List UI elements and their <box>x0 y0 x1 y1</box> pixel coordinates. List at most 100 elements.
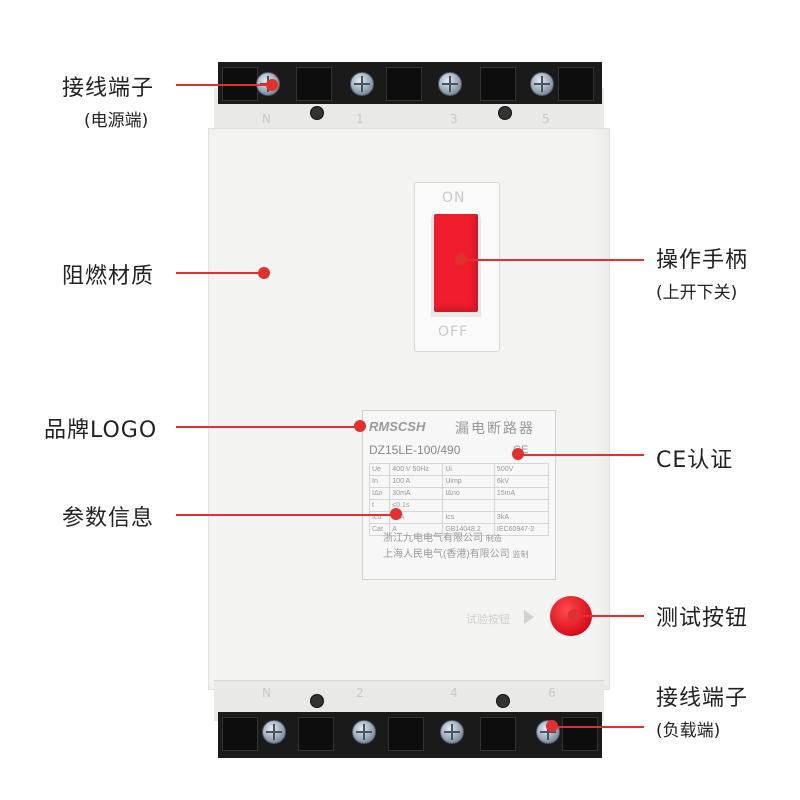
terminal-slot <box>388 717 424 751</box>
table-row: In 100 A Uimp 6kV <box>368 475 550 488</box>
spec-cell: Cat <box>368 523 391 536</box>
callout-subtitle: (上开下关) <box>656 283 738 303</box>
switch-off-label: OFF <box>438 324 469 340</box>
spec-cell: Uimp <box>442 475 495 488</box>
spec-cell: Ue <box>368 463 391 476</box>
callout-title: 阻燃材质 <box>62 264 155 289</box>
terminal-slot <box>562 717 598 751</box>
terminal-screw-icon <box>352 720 376 744</box>
callout-brand-logo: 品牌LOGO <box>44 412 157 444</box>
callout-title: CE认证 <box>656 448 734 473</box>
callout-dot <box>390 508 402 520</box>
terminal-slot <box>558 67 594 101</box>
spec-cell: Ui <box>442 463 495 476</box>
spec-cell: 3kA <box>493 511 550 524</box>
callout-dot <box>568 609 580 621</box>
pole-label: 2 <box>356 686 364 700</box>
manufacturer: 浙江九电电气有限公司 <box>383 533 483 544</box>
spec-cell: 500V <box>493 463 550 476</box>
callout-params: 参数信息 <box>62 500 154 532</box>
spec-cell: IEC60947-2 <box>493 523 550 536</box>
callout-line <box>460 259 644 261</box>
terminal-screw-icon <box>262 720 286 744</box>
spec-table: Ue 400 V 50Hz Ui 500V In 100 A Uimp 6kV … <box>368 463 550 536</box>
callout-title: 品牌LOGO <box>44 418 158 443</box>
spec-cell: 6kV <box>493 475 550 488</box>
callout-flame-retardant: 阻燃材质 <box>62 258 154 290</box>
pole-label: 6 <box>548 686 556 700</box>
mount-screw-icon <box>310 106 324 120</box>
arrow-right-icon <box>524 610 534 624</box>
callout-dot <box>546 720 558 732</box>
supervisor: 上海人民电气(香港)有限公司 <box>383 549 510 560</box>
pole-label: 5 <box>542 112 550 126</box>
callout-dot <box>512 448 524 460</box>
supervisor-line: 上海人民电气(香港)有限公司 监制 <box>383 545 551 560</box>
switch-on-label: ON <box>442 190 466 206</box>
spec-cell: IΔno <box>442 487 495 500</box>
terminal-slot <box>480 67 516 101</box>
callout-dot <box>258 267 270 279</box>
spec-cell: 400 V 50Hz <box>389 463 444 476</box>
callout-dot <box>455 253 467 265</box>
breaker-body <box>208 128 610 690</box>
pole-label: N <box>262 112 271 126</box>
spec-cell: 100 A <box>389 475 444 488</box>
test-button-label: 试验按钮 <box>466 613 510 626</box>
callout-dot <box>354 420 366 432</box>
table-row: IΔn 30mA IΔno 15mA <box>368 487 550 500</box>
manufacturer-note: 制造 <box>485 534 502 543</box>
product-name: 漏电断路器 <box>455 420 535 436</box>
pole-label: N <box>262 686 271 700</box>
callout-terminal-bottom: 接线端子 (负载端) <box>656 680 748 741</box>
spec-cell: t <box>368 499 391 512</box>
mount-screw-icon <box>498 106 512 120</box>
spec-cell: IΔn <box>368 487 391 500</box>
terminal-screw-icon <box>350 72 374 96</box>
bottom-terminal-block <box>218 712 602 758</box>
callout-title: 接线端子 <box>62 76 155 101</box>
brand-logo: RMSCSH <box>369 419 426 434</box>
terminal-screw-icon <box>440 720 464 744</box>
callout-title: 操作手柄 <box>656 248 749 273</box>
mount-screw-icon <box>496 694 510 708</box>
callout-dot <box>266 79 278 91</box>
callout-test-button: 测试按钮 <box>656 600 748 632</box>
spec-cell: 30mA <box>389 487 444 500</box>
callout-line <box>552 726 644 728</box>
terminal-screw-icon <box>438 72 462 96</box>
table-row: Ue 400 V 50Hz Ui 500V <box>368 463 550 476</box>
callout-line <box>574 615 644 617</box>
callout-title: 接线端子 <box>656 686 749 711</box>
callout-title: 测试按钮 <box>656 606 749 631</box>
pole-label: 4 <box>450 686 458 700</box>
spec-cell: Ics <box>442 511 495 524</box>
callout-subtitle: (电源端) <box>84 111 149 131</box>
callout-line <box>176 514 398 516</box>
table-row: Cat A GB14048.2 IEC60947-2 <box>368 523 550 536</box>
callout-title: 参数信息 <box>62 506 155 531</box>
rating-plate: RMSCSH 漏电断路器 DZ15LE-100/490 CE Ue 400 V … <box>362 410 556 580</box>
callout-handle: 操作手柄 (上开下关) <box>656 242 748 303</box>
pole-label: 1 <box>356 112 364 126</box>
callout-subtitle: (负载端) <box>656 721 721 741</box>
spec-cell: A <box>389 523 444 536</box>
callout-line <box>176 272 266 274</box>
spec-cell: In <box>368 475 391 488</box>
spec-cell <box>442 499 495 512</box>
callout-line <box>176 84 270 86</box>
callout-ce: CE认证 <box>656 442 733 474</box>
pole-label: 3 <box>450 112 458 126</box>
callout-line <box>518 454 644 456</box>
terminal-slot <box>296 67 332 101</box>
top-terminal-block <box>218 62 602 104</box>
terminal-slot <box>386 67 422 101</box>
callout-terminal-top: 接线端子 (电源端) <box>62 70 154 131</box>
supervisor-note: 监制 <box>512 550 529 559</box>
mount-screw-icon <box>310 694 324 708</box>
spec-cell <box>493 499 550 512</box>
terminal-slot <box>298 717 334 751</box>
callout-line <box>176 426 362 428</box>
terminal-screw-icon <box>530 72 554 96</box>
terminal-slot <box>480 717 516 751</box>
